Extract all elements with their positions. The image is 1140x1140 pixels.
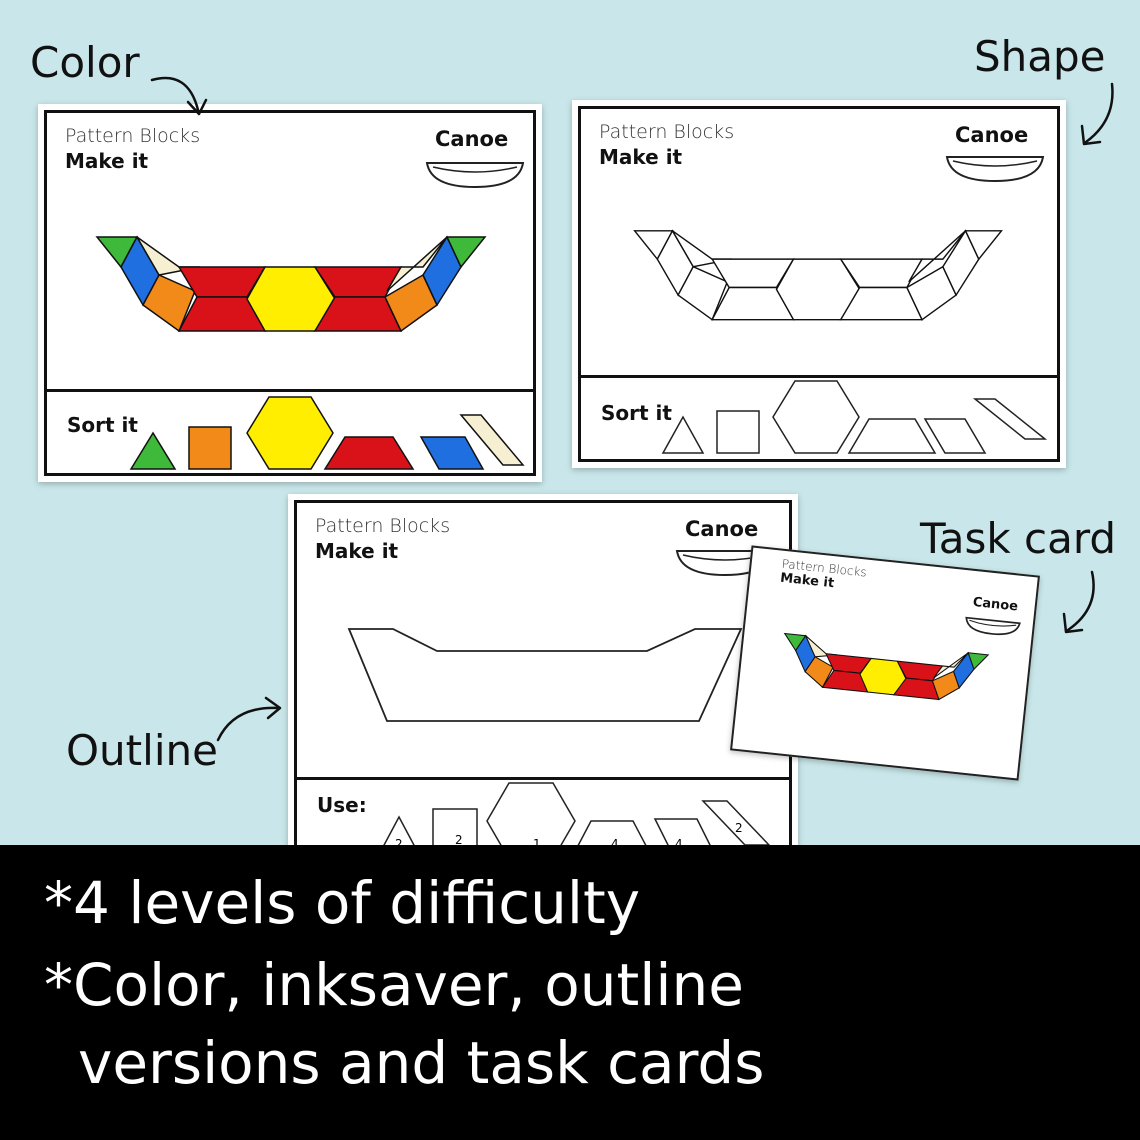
use-count-square: 2 — [455, 833, 463, 847]
color-card-make-it: Make it — [65, 149, 149, 173]
outline-canoe-silhouette — [347, 628, 743, 722]
use-count-trapezoid: 4 — [611, 837, 619, 851]
task-card-canoe-title: Canoe — [972, 594, 1019, 615]
use-count-triangle: 2 — [395, 837, 403, 851]
shape-sort-shapes — [661, 380, 1048, 454]
banner-line-1: *4 levels of difficulty — [44, 869, 641, 937]
outline-worksheet-card: Pattern Blocks Make it Canoe Use: 2 2 1 … — [288, 494, 798, 860]
arrow-task-card-icon — [1062, 570, 1095, 634]
canoe-icon — [945, 156, 1045, 183]
use-count-hexagon: 1 — [533, 837, 541, 851]
outline-card-canoe-title: Canoe — [685, 517, 759, 541]
outline-card-divider — [297, 777, 789, 780]
shape-worksheet-card: Pattern Blocks Make it Canoe — [572, 100, 1066, 468]
task-card-canoe-pattern — [783, 632, 990, 701]
outline-card-make-it: Make it — [315, 539, 399, 563]
shape-canoe-pattern — [633, 229, 1003, 321]
use-count-tan-rhombus: 2 — [735, 821, 743, 835]
label-shape: Shape — [974, 32, 1106, 81]
shape-card-divider — [581, 375, 1057, 378]
outline-card-use: Use: — [317, 793, 367, 817]
feature-banner: *4 levels of difficulty *Color, inksaver… — [0, 845, 1140, 1140]
arrow-color-icon — [150, 76, 208, 116]
outline-use-shapes — [381, 782, 771, 860]
canoe-icon — [965, 616, 1021, 636]
canoe-icon — [425, 162, 525, 189]
shape-card-canoe-title: Canoe — [955, 123, 1029, 147]
task-card: Pattern Blocks Make it Canoe — [730, 545, 1040, 781]
shape-card-pattern-blocks: Pattern Blocks — [599, 121, 735, 143]
color-canoe-pattern — [95, 235, 487, 333]
label-color: Color — [30, 38, 140, 87]
color-worksheet-card: Pattern Blocks Make it Canoe S — [38, 104, 542, 482]
color-card-sort-it: Sort it — [67, 413, 138, 437]
use-count-blue-rhombus: 4 — [675, 837, 683, 851]
color-card-pattern-blocks: Pattern Blocks — [65, 125, 201, 147]
outline-card-frame: Pattern Blocks Make it Canoe Use: 2 2 1 … — [294, 500, 792, 860]
color-sort-shapes — [129, 396, 525, 470]
outline-card-pattern-blocks: Pattern Blocks — [315, 515, 451, 537]
shape-card-sort-it: Sort it — [601, 401, 672, 425]
label-outline: Outline — [66, 726, 218, 775]
banner-line-2: *Color, inksaver, outline — [44, 951, 744, 1019]
shape-card-frame: Pattern Blocks Make it Canoe — [578, 106, 1060, 462]
arrow-shape-icon — [1080, 82, 1114, 146]
arrow-outline-icon — [216, 696, 282, 742]
color-card-canoe-title: Canoe — [435, 127, 509, 151]
banner-line-3: versions and task cards — [78, 1029, 765, 1097]
color-card-frame: Pattern Blocks Make it Canoe S — [44, 110, 536, 476]
label-task-card: Task card — [920, 514, 1117, 563]
shape-card-make-it: Make it — [599, 145, 683, 169]
color-card-divider — [47, 389, 533, 392]
